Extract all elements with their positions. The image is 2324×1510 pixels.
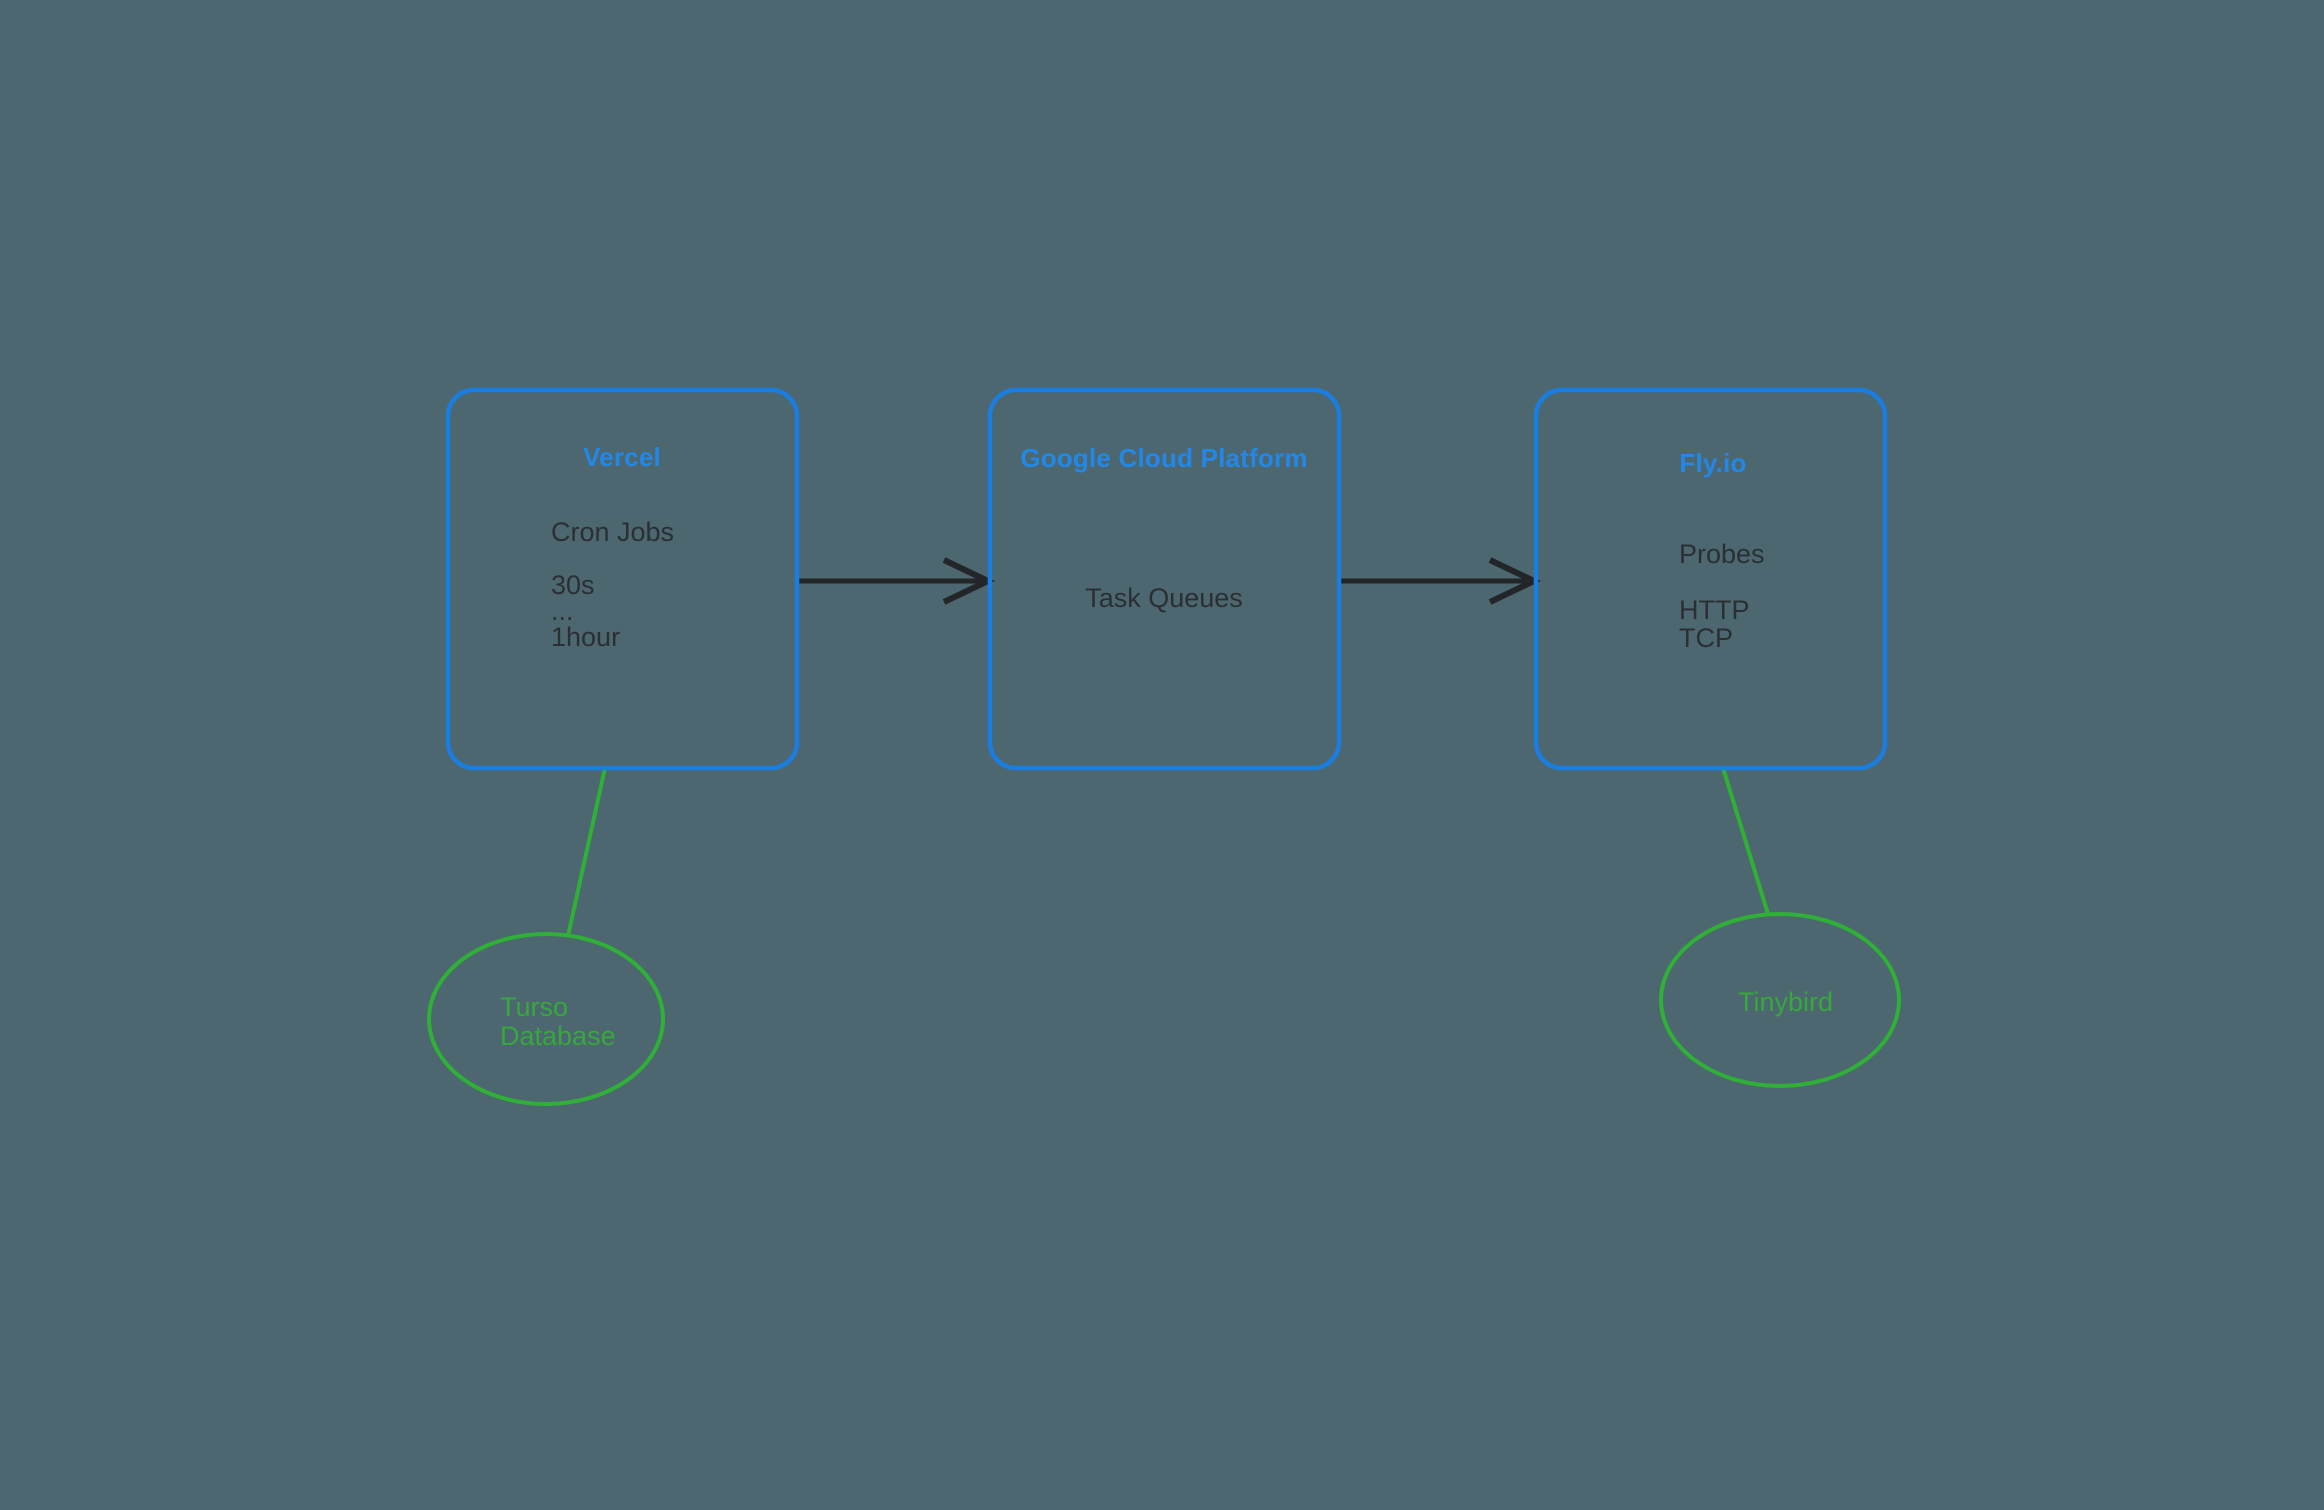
node-vercel-title: Vercel <box>583 442 661 472</box>
edge-vercel-to-turso <box>566 767 607 937</box>
edge-gcp-to-flyio <box>1341 557 1541 605</box>
node-flyio-line-1: HTTP <box>1679 595 1750 625</box>
node-vercel-border <box>445 387 800 771</box>
node-turso-database[interactable]: Turso Database <box>427 932 665 1106</box>
node-vercel-line-3: 1hour <box>551 622 620 652</box>
node-flyio[interactable]: Fly.io Probes HTTP TCP <box>1533 387 1888 771</box>
node-gcp-title: Google Cloud Platform <box>1020 443 1307 473</box>
node-tinybird-border <box>1659 912 1901 1088</box>
node-turso-line-0: Turso <box>500 992 568 1022</box>
node-flyio-title: Fly.io <box>1679 448 1746 478</box>
node-flyio-border <box>1533 387 1888 771</box>
node-google-cloud-platform[interactable]: Google Cloud Platform Task Queues <box>987 387 1342 771</box>
node-flyio-line-2: TCP <box>1679 623 1733 653</box>
node-tinybird[interactable]: Tinybird <box>1659 912 1901 1088</box>
node-vercel[interactable]: Vercel Cron Jobs 30s ... 1hour <box>445 387 800 771</box>
node-vercel-line-1: 30s <box>551 570 595 600</box>
node-vercel-line-0: Cron Jobs <box>551 517 674 547</box>
node-gcp-line-0: Task Queues <box>1085 583 1243 613</box>
edge-vercel-to-gcp <box>795 557 995 605</box>
edge-flyio-to-tinybird <box>1721 767 1770 915</box>
node-vercel-line-2: ... <box>551 596 574 626</box>
node-gcp-border <box>987 387 1342 771</box>
node-turso-line-1: Database <box>500 1021 616 1051</box>
node-turso-border <box>427 932 665 1106</box>
node-flyio-line-0: Probes <box>1679 539 1765 569</box>
node-tinybird-line-0: Tinybird <box>1738 987 1833 1017</box>
